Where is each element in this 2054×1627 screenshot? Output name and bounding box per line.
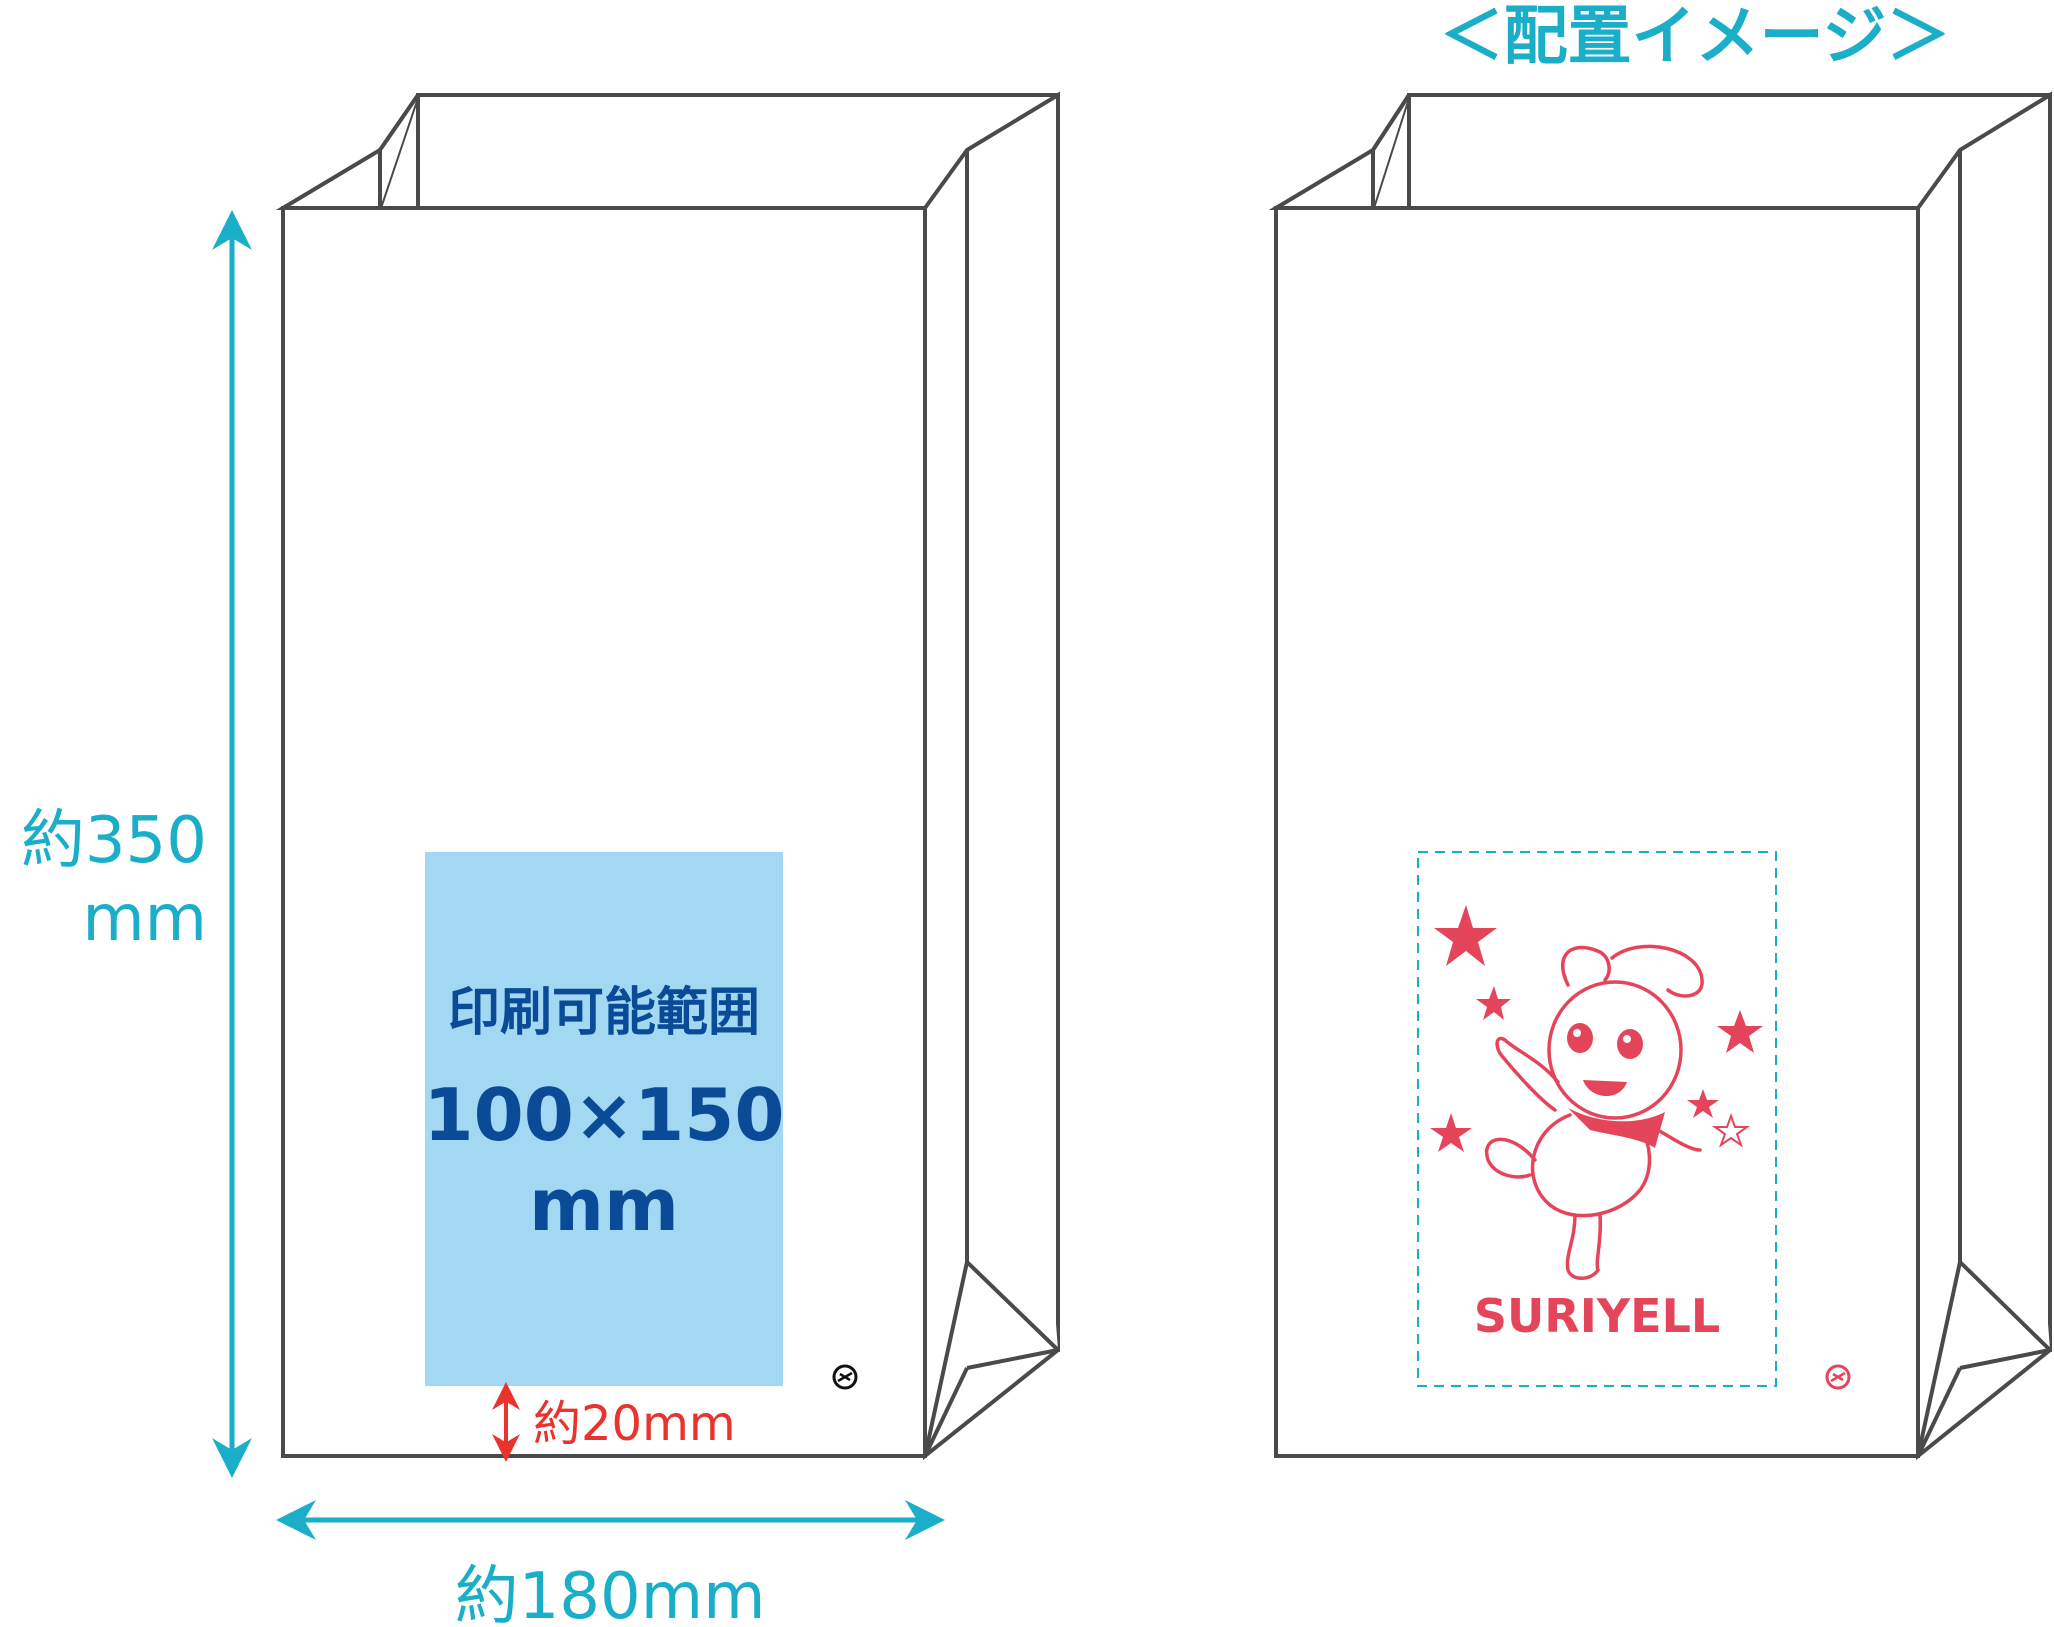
- logo-brand-text: SURIYELL: [1474, 1289, 1720, 1343]
- printable-area: [425, 852, 783, 1386]
- left-bag-gusset-bottom: [966, 1348, 1059, 1370]
- height-dimension-value: 約350: [21, 804, 207, 878]
- star-icon: [1476, 986, 1511, 1020]
- left-bag-right-gusset-crease: [923, 1261, 969, 1457]
- mascot-illustration: [1484, 944, 1704, 1280]
- right-bag-right-gusset-diag: [1916, 1367, 1962, 1457]
- left-bag-right-gusset-diag: [923, 1367, 969, 1457]
- right-bag: SURIYELL: [1268, 91, 2052, 1461]
- right-bag-inner-lip: [1371, 93, 1411, 208]
- printable-area-size: 100×150: [424, 1073, 785, 1157]
- print-area-outline: [1417, 851, 1777, 1387]
- recycle-mark-icon: [832, 1364, 858, 1390]
- left-bag: 印刷可能範囲 100×150 mm 約20mm: [275, 91, 1060, 1462]
- star-icon: [1430, 1113, 1472, 1152]
- placement-image-heading: ＜配置イメージ＞: [1440, 0, 1951, 74]
- right-bag-gusset-bottom: [1959, 1348, 2051, 1370]
- left-bag-inner-lip: [378, 93, 420, 208]
- recycle-mark-icon: [1825, 1364, 1851, 1390]
- height-dimension-unit: mm: [82, 882, 207, 956]
- printable-area-unit: mm: [529, 1163, 679, 1247]
- star-outline-icon: [1711, 1113, 1751, 1148]
- star-icon: [1717, 1010, 1763, 1053]
- width-dimension-label: 約180mm: [455, 1560, 766, 1627]
- printable-area-title: 印刷可能範囲: [448, 983, 760, 1043]
- right-bag-right-gusset-crease: [1916, 1261, 1962, 1457]
- star-icon: [1434, 905, 1497, 966]
- bottom-margin-label: 約20mm: [533, 1396, 736, 1452]
- star-icon: [1687, 1089, 1719, 1118]
